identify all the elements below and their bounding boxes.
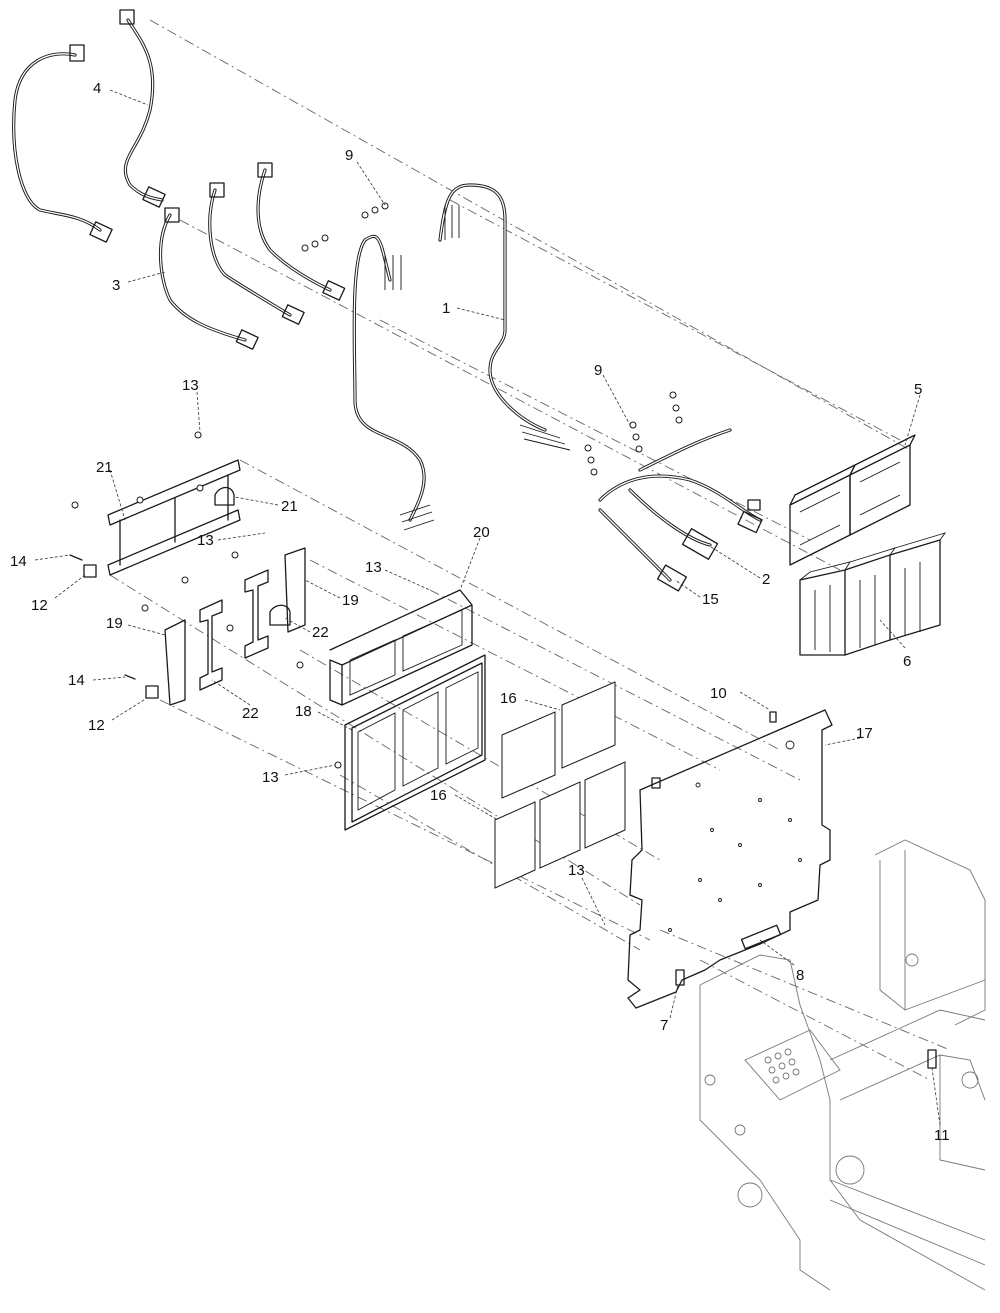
screw-set-lower [584, 391, 683, 476]
main-wire-harness-1 [352, 183, 571, 531]
callout-10: 10 [710, 685, 727, 702]
callout-11: 11 [934, 1127, 950, 1144]
callout-15: 15 [702, 591, 719, 608]
callout-8: 8 [796, 967, 804, 984]
panel-frame-18 [334, 654, 486, 831]
callout-labels: 1 2 3 4 5 6 7 8 9 9 10 11 12 12 13 13 13… [10, 80, 950, 1144]
callout-12-lower: 12 [88, 717, 105, 734]
callout-16-upper: 16 [500, 690, 517, 707]
callout-19-left: 19 [106, 615, 123, 632]
mounting-plate-17 [627, 709, 833, 1009]
callout-21-left: 21 [96, 459, 113, 476]
callout-21-right: 21 [281, 498, 298, 515]
callout-4: 4 [93, 80, 101, 97]
filter-pads-16 [494, 681, 626, 889]
callout-22-right: 22 [312, 624, 329, 641]
callout-19-right: 19 [342, 592, 359, 609]
callout-22-lower: 22 [242, 705, 259, 722]
callout-12-upper: 12 [31, 597, 48, 614]
callout-14-lower: 14 [68, 672, 85, 689]
wire-harness-2 [598, 428, 763, 592]
callout-13-d: 13 [262, 769, 279, 786]
relay-bank-6 [799, 532, 947, 656]
callout-14-upper: 14 [10, 553, 27, 570]
callout-13-c: 13 [365, 559, 382, 576]
callout-5: 5 [914, 381, 922, 398]
wire-harness-3 [159, 162, 346, 350]
callout-6: 6 [903, 653, 911, 670]
machine-frame [699, 839, 986, 1291]
callout-20: 20 [473, 524, 490, 541]
fastener-group-left [69, 551, 304, 699]
assembly-guide-lines [109, 19, 951, 1081]
callout-13-e: 13 [568, 862, 585, 879]
panel-frame-20 [329, 589, 473, 706]
leader-lines [34, 89, 941, 1126]
callout-9-lower: 9 [594, 362, 602, 379]
callout-9-upper: 9 [345, 147, 353, 164]
callout-1: 1 [442, 300, 450, 317]
screw-set-upper [301, 202, 389, 252]
keypad-grid [764, 1048, 800, 1084]
callout-3: 3 [112, 277, 120, 294]
callout-16-lower: 16 [430, 787, 447, 804]
bracket-19-22 [164, 547, 306, 706]
callout-2: 2 [762, 571, 770, 588]
wire-harness-4 [12, 9, 166, 243]
callout-13-b: 13 [197, 532, 214, 549]
callout-7: 7 [660, 1017, 668, 1034]
control-module-5 [789, 434, 916, 566]
callout-18: 18 [295, 703, 312, 720]
bracket-21 [71, 431, 241, 576]
callout-17: 17 [856, 725, 873, 742]
callout-13-a: 13 [182, 377, 199, 394]
